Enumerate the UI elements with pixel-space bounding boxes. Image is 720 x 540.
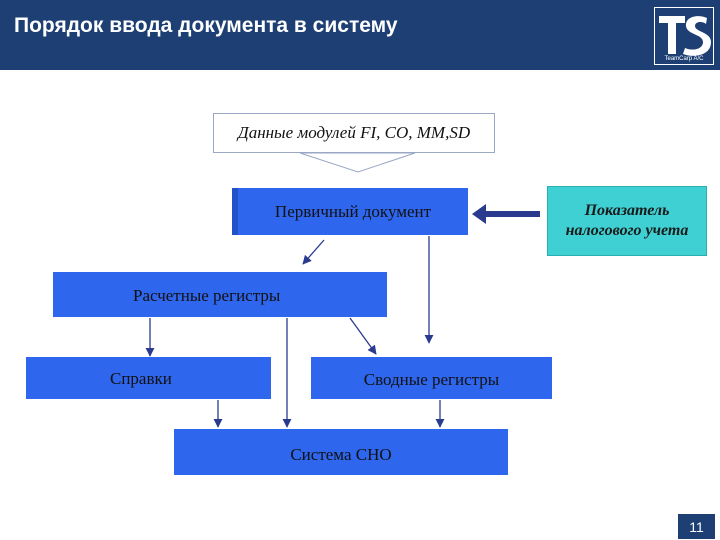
node-certificates: Справки [26, 357, 271, 399]
slide-title: Порядок ввода документа в систему [14, 14, 398, 37]
node-calculation-registers: Расчетные регистры [53, 272, 387, 317]
node-summary-registers: Сводные регистры [311, 357, 552, 399]
node-tax-indicator: Показатель налогового учета [547, 186, 707, 256]
page-number: 11 [678, 514, 715, 539]
primary-to-registers-arrow [302, 239, 325, 265]
slide-header: Порядок ввода документа в систему TeamCa… [0, 0, 720, 70]
node-sno-system: Система СНО [174, 429, 508, 475]
node-primary-document: Первичный документ [232, 188, 468, 235]
registers-to-summary-arrow [349, 317, 377, 355]
logo-caption: TeamCarp A/C [664, 56, 704, 62]
modules-down-arrow [299, 152, 416, 173]
node-modules-data: Данные модулей FI, CO, MM,SD [213, 113, 495, 153]
company-logo: TeamCarp A/C [654, 7, 714, 65]
ts-logo-icon [659, 16, 711, 56]
